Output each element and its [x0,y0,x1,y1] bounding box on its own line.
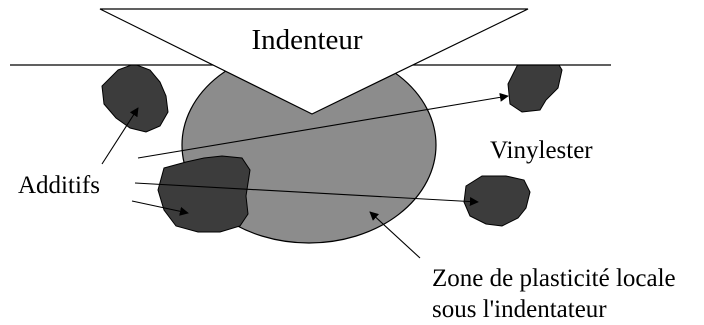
additive-particle-1 [101,63,169,133]
additive-particle-4 [463,175,531,227]
additive-particle-3 [157,155,251,233]
arrow-to-particle-1 [101,107,139,165]
arrow-to-plastic-zone [369,211,421,259]
indenter-triangle [99,8,529,115]
arrow-to-particle-3 [131,200,189,216]
additives-label: Additifs [18,172,100,199]
arrow-to-particle-4 [134,182,479,207]
plastic-zone-label-line2: sous l'indentateur [432,296,607,323]
plastic-zone-label-line1: Zone de plasticité locale [432,265,676,292]
arrow-to-particle-2 [137,92,509,159]
additive-particle-2 [507,57,563,113]
vinylester-label: Vinylester [490,137,593,164]
indenter-label: Indenteur [251,24,362,56]
